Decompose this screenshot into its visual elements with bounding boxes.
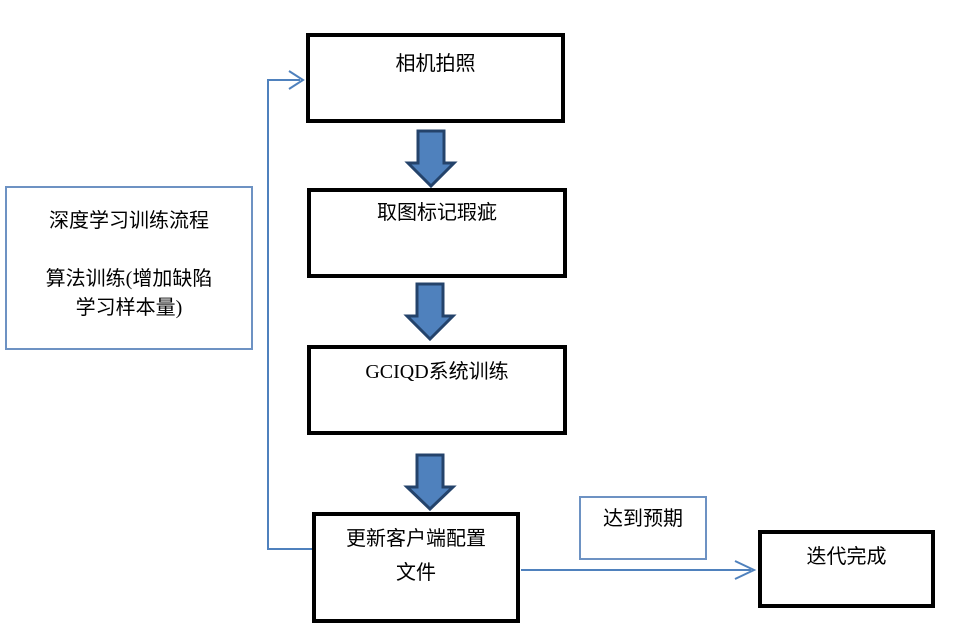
edge-label-expected: 达到预期 xyxy=(579,496,707,560)
node-update-config: 更新客户端配置 文件 xyxy=(312,512,520,623)
feedback-connector-line xyxy=(267,79,312,550)
node-camera-label: 相机拍照 xyxy=(395,53,476,75)
node-train-label: GCIQD系统训练 xyxy=(365,361,509,383)
note-line-2 xyxy=(7,236,251,265)
node-gciqd-training: GCIQD系统训练 xyxy=(307,345,567,435)
node-mark-label: 取图标记瑕疵 xyxy=(377,202,497,224)
node-update-label-line2: 文件 xyxy=(396,562,436,584)
feedback-connector-arrowhead-icon xyxy=(288,70,305,90)
node-camera-capture: 相机拍照 xyxy=(306,33,565,123)
node-update-label-line1: 更新客户端配置 xyxy=(346,528,486,550)
block-arrow-down-1-icon xyxy=(404,129,458,189)
note-line-1: 深度学习训练流程 xyxy=(49,210,209,232)
node-done-label: 迭代完成 xyxy=(806,546,887,568)
note-line-3: 算法训练(增加缺陷 xyxy=(45,268,213,290)
block-arrow-down-2-icon xyxy=(403,282,457,342)
edge-label-expected-text: 达到预期 xyxy=(603,508,683,530)
note-line-4: 学习样本量) xyxy=(75,297,183,319)
done-connector-arrowhead-icon xyxy=(734,560,757,580)
node-mark-defects: 取图标记瑕疵 xyxy=(307,188,567,278)
block-arrow-down-3-icon xyxy=(403,453,457,512)
node-iteration-done: 迭代完成 xyxy=(758,530,935,608)
note-training-process: 深度学习训练流程 算法训练(增加缺陷 学习样本量) xyxy=(5,186,253,350)
